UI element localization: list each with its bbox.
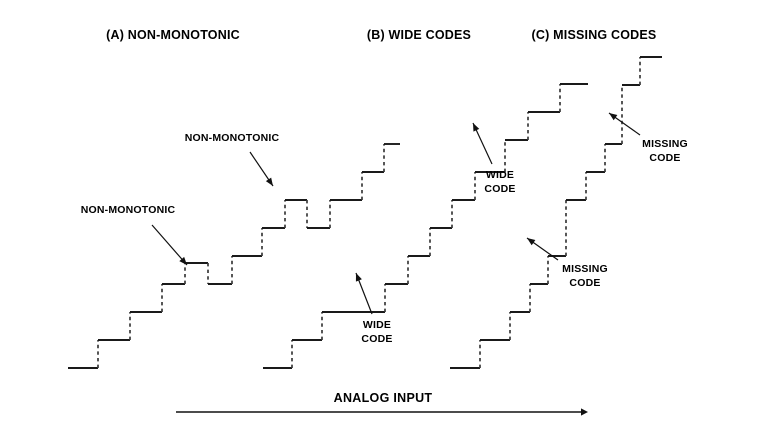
- arrow-head: [473, 123, 480, 132]
- arrow-head: [179, 256, 187, 265]
- callout-label-missing-code-1: MISSING CODE: [562, 263, 608, 289]
- callout-arrow-group: [151, 112, 641, 315]
- callout-label-non-monotonic-1: NON-MONOTONIC: [80, 204, 176, 216]
- callout-arrow-wide-code-1: [355, 272, 373, 315]
- callout-label-non-monotonic-2: NON-MONOTONIC: [184, 132, 280, 144]
- analog-input-axis: [176, 408, 588, 416]
- panel-title-b: (B) WIDE CODES: [366, 28, 472, 42]
- staircase-a: [68, 143, 400, 369]
- arrow-shaft: [151, 224, 188, 266]
- callout-arrow-non-monotonic-1: [151, 224, 188, 266]
- axis-label-analog-input: ANALOG INPUT: [333, 391, 433, 405]
- callout-label-wide-code-1: WIDE CODE: [361, 319, 393, 345]
- arrow-head: [265, 177, 273, 186]
- callout-arrow-missing-code-1: [526, 237, 559, 261]
- staircase-b: [263, 83, 588, 369]
- callout-arrow-non-monotonic-2: [249, 151, 274, 187]
- callout-arrow-wide-code-2: [472, 122, 493, 165]
- staircase-group: [68, 56, 662, 369]
- panel-title-c: (C) MISSING CODES: [531, 28, 657, 42]
- callout-label-missing-code-2: MISSING CODE: [642, 138, 688, 164]
- arrow-head: [527, 238, 536, 246]
- axis-arrow-head: [581, 408, 588, 416]
- arrow-head: [355, 273, 362, 282]
- callout-arrow-missing-code-2: [608, 112, 641, 136]
- arrow-head: [609, 113, 618, 121]
- callout-label-wide-code-2: WIDE CODE: [484, 169, 516, 195]
- panel-title-a: (A) NON-MONOTONIC: [106, 28, 240, 42]
- staircase-c: [450, 56, 662, 369]
